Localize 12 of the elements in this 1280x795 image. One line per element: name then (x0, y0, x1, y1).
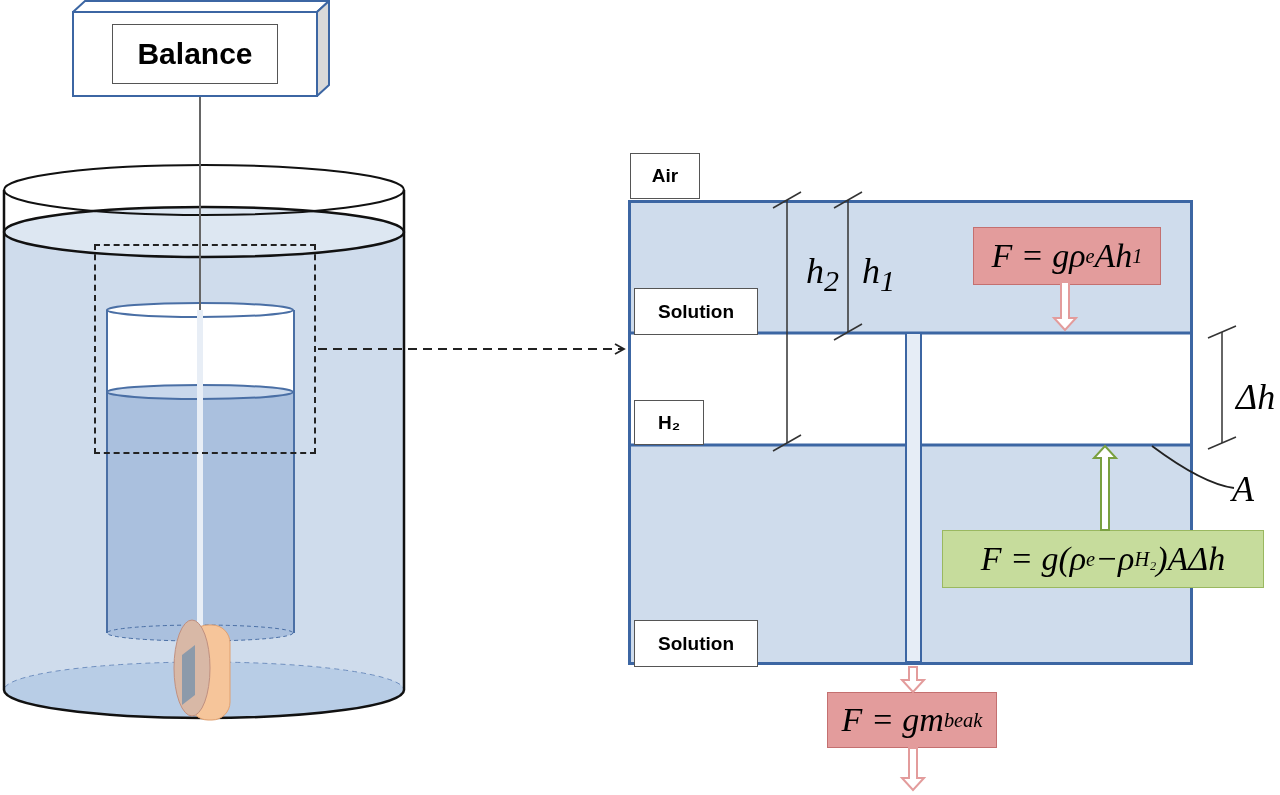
zoom-region-outline (94, 244, 316, 454)
dimension-label: h$_{1}$ (862, 250, 895, 299)
arrow (317, 343, 625, 355)
phase-label: Solution (634, 288, 758, 335)
leader-line (1151, 445, 1235, 489)
phase-label: Air (630, 153, 700, 199)
phase-label: H₂ (634, 400, 704, 445)
dimension-label: Δh (1236, 376, 1276, 418)
area-label: A (1232, 468, 1268, 508)
phase-label: Solution (634, 620, 758, 667)
balance-label: Balance (112, 24, 278, 84)
dimension-label: h$_{2}$ (806, 250, 839, 299)
